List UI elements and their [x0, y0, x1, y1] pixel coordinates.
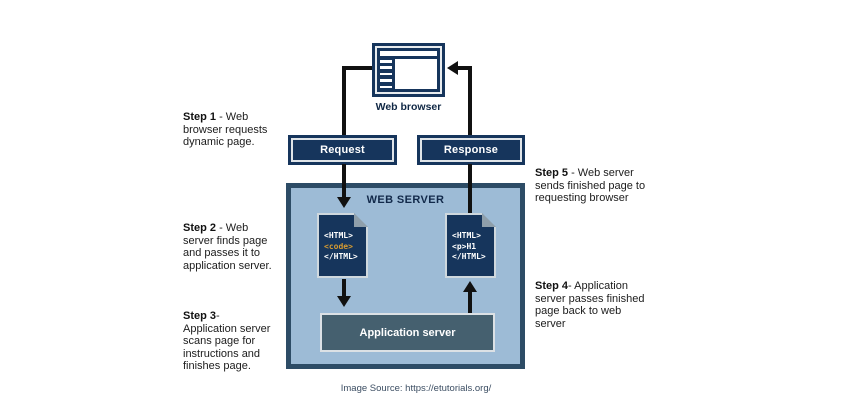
step-5-annotation: Step 5 - Web server sends finished page … — [535, 167, 670, 205]
arrow-left-icon — [447, 61, 458, 75]
application-server-label: Application server — [359, 326, 456, 339]
browser-window-frame — [375, 46, 442, 94]
web-browser-label: Web browser — [375, 101, 442, 113]
line-browser-to-request-v — [342, 66, 346, 135]
step-4-text: - Application server passes finished pag… — [535, 280, 645, 330]
application-server-box: Application server — [320, 313, 495, 352]
doc-line: </HTML> — [452, 252, 486, 261]
line-browser-to-request-h — [342, 66, 372, 70]
step-1-label: Step 1 — [183, 111, 217, 123]
step-5-text: - Web server sends finished page to requ… — [535, 167, 646, 204]
line-response-to-browser-h — [458, 66, 472, 70]
doc-line: </HTML> — [324, 252, 358, 261]
doc-line: <p>H1 — [452, 241, 477, 251]
step-1-text: - Web browser requests dynamic page. — [183, 111, 268, 148]
line-page-to-appserver — [342, 279, 346, 298]
web-browser-icon — [372, 43, 445, 97]
html-document-icon-finished: <HTML> <p>H1 </HTML> — [445, 213, 496, 278]
arrow-down-icon — [337, 197, 351, 208]
request-box: Request — [288, 135, 397, 165]
step-2-annotation: Step 2 - Web server finds page and passe… — [183, 222, 295, 272]
line-response-to-browser-v — [468, 66, 472, 135]
browser-titlebar — [380, 51, 437, 56]
html-document-icon-code: <HTML> <code> </HTML> — [317, 213, 368, 278]
request-label: Request — [320, 144, 365, 156]
step-3-label: Step 3 — [183, 310, 217, 322]
doc-line: <HTML> — [324, 231, 353, 240]
step-4-annotation: Step 4- Application server passes finish… — [535, 280, 670, 330]
line-page-to-response — [468, 164, 472, 213]
arrow-down-icon — [337, 296, 351, 307]
document-code-lines: <HTML> <code> </HTML> — [324, 231, 358, 263]
web-server-title: WEB SERVER — [366, 194, 445, 206]
document-code-lines: <HTML> <p>H1 </HTML> — [452, 231, 486, 263]
line-request-to-page — [342, 164, 346, 199]
step-3-text: - Application server scans page for inst… — [183, 310, 271, 372]
browser-menu-lines — [380, 59, 392, 89]
response-label: Response — [443, 144, 499, 156]
step-4-label: Step 4 — [535, 280, 569, 292]
line-appserver-to-page — [468, 292, 472, 313]
image-source-caption: Image Source: https://etutorials.org/ — [340, 383, 492, 394]
browser-body — [380, 59, 437, 89]
browser-content-area — [395, 59, 437, 89]
doc-line: <HTML> — [452, 231, 481, 240]
doc-line-code: <code> — [324, 241, 353, 251]
step-5-label: Step 5 — [535, 167, 569, 179]
step-2-label: Step 2 — [183, 222, 217, 234]
response-box: Response — [417, 135, 525, 165]
page-fold-corner — [482, 213, 496, 227]
step-1-annotation: Step 1 - Web browser requests dynamic pa… — [183, 111, 295, 149]
page-fold-corner — [354, 213, 368, 227]
step-3-annotation: Step 3- Application server scans page fo… — [183, 310, 295, 373]
step-2-text: - Web server finds page and passes it to… — [183, 222, 272, 272]
arrow-up-icon — [463, 281, 477, 292]
